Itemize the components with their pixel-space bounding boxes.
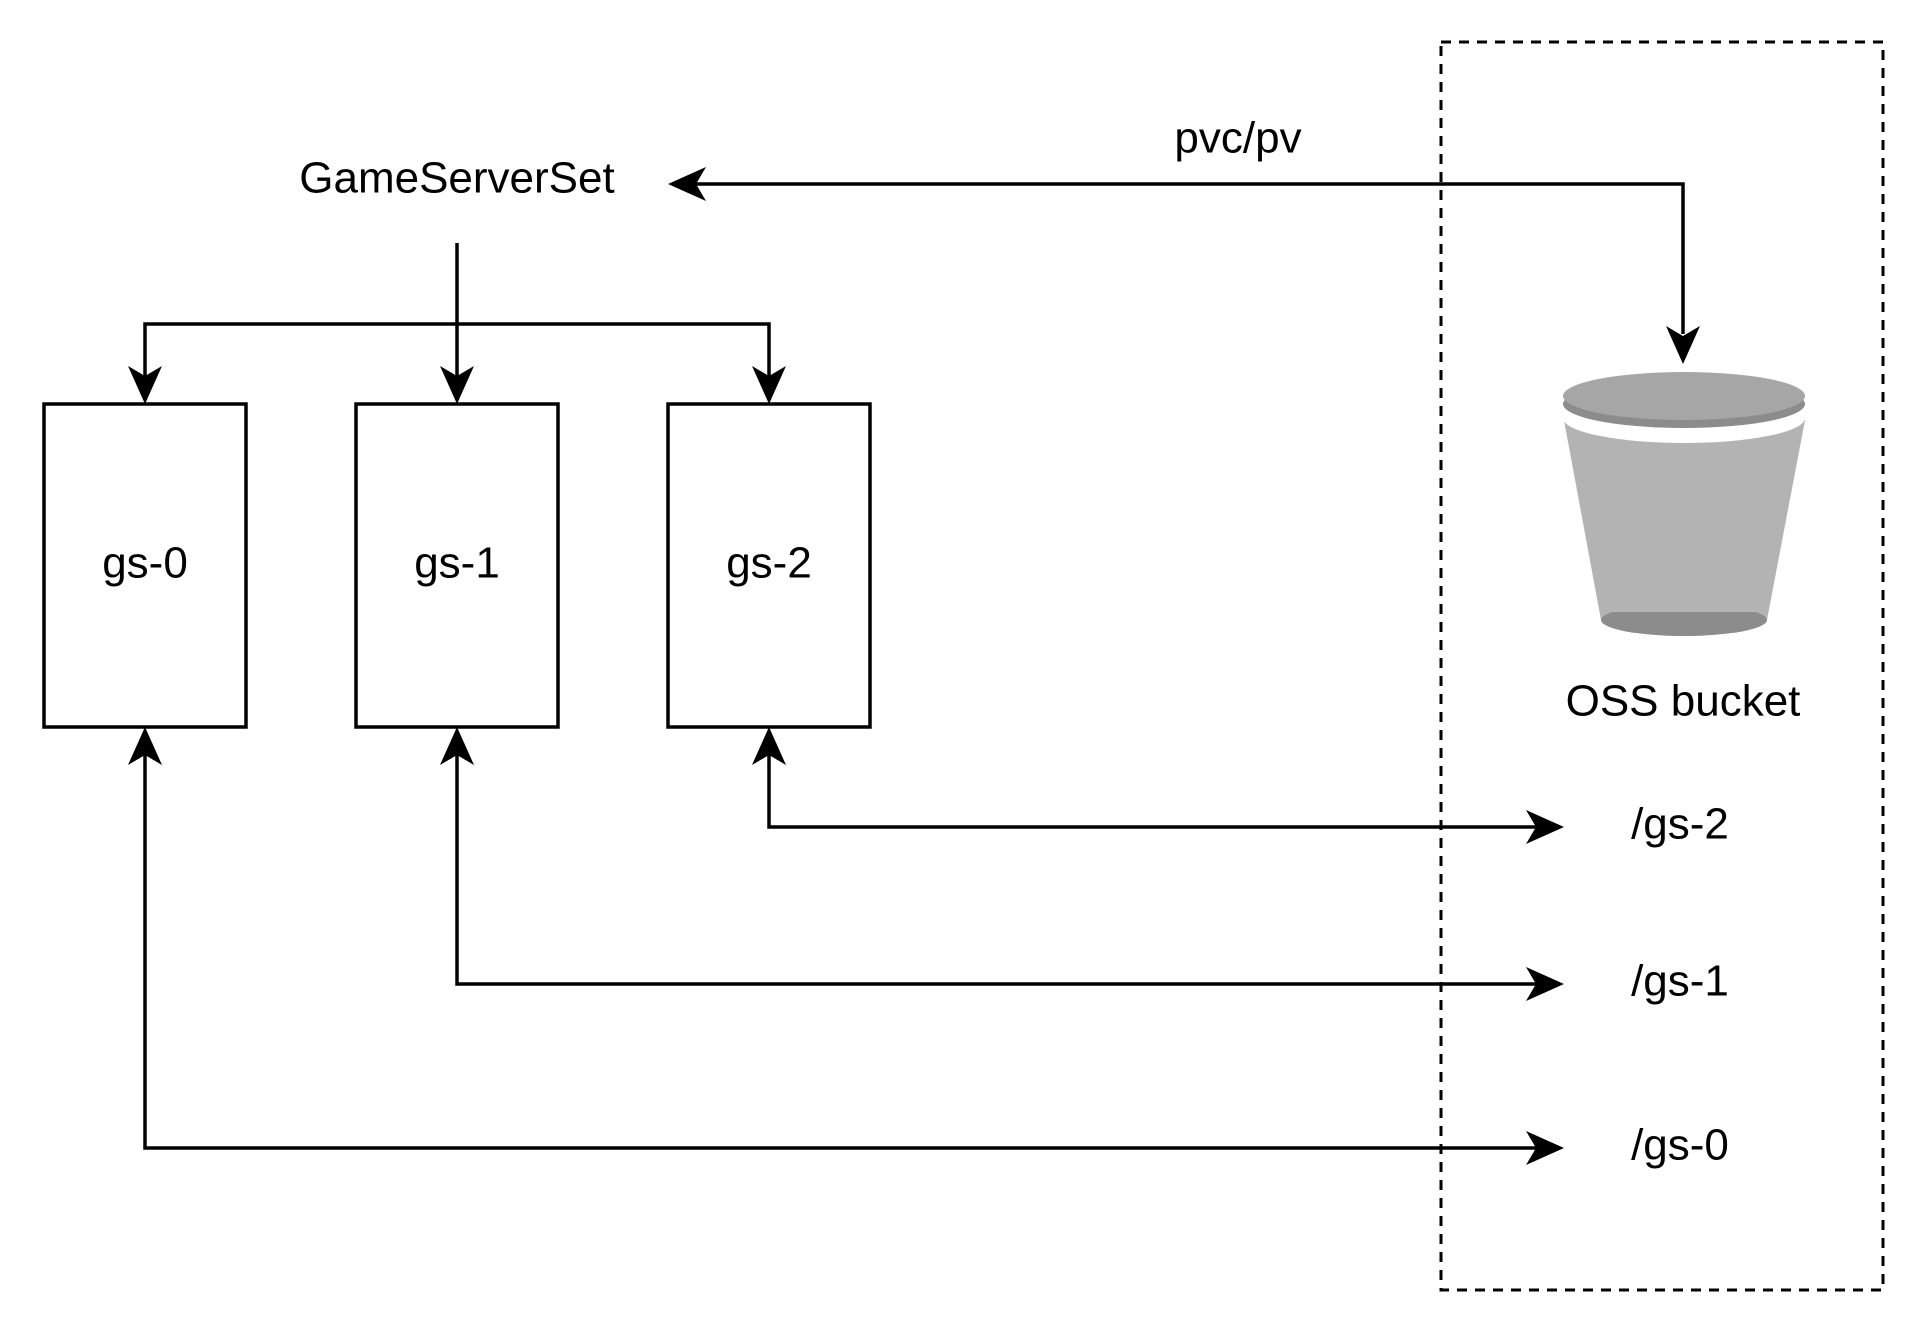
arrowhead-to-path-gs-2 — [1526, 810, 1564, 844]
arrowhead-to-path-gs-0 — [1526, 1131, 1564, 1165]
pod-label-gs-1: gs-1 — [414, 539, 500, 588]
arrowhead-to-path-gs-1 — [1526, 967, 1564, 1001]
oss-bucket-icon — [1563, 372, 1805, 636]
edge-controller-branch — [143, 322, 771, 380]
arrowhead-up-gs-2 — [752, 727, 786, 765]
arrowhead-to-gs-2 — [752, 366, 786, 404]
controller-label: GameServerSet — [299, 154, 614, 203]
path-label-gs-2: /gs-2 — [1631, 800, 1729, 849]
path-label-gs-0: /gs-0 — [1631, 1121, 1729, 1170]
edge-controller-bucket — [690, 182, 1685, 334]
storage-region-boundary — [1439, 40, 1885, 1292]
pod-box-gs-2 — [666, 402, 872, 729]
arrowhead-to-gs-0 — [128, 366, 162, 404]
path-label-gs-1: /gs-1 — [1631, 957, 1729, 1006]
edge-gs-0-path — [143, 752, 1540, 1150]
arrowhead-to-gs-1 — [440, 366, 474, 404]
pvc-pv-label: pvc/pv — [1174, 114, 1301, 163]
bucket-body-front — [1564, 420, 1805, 612]
bucket-label: OSS bucket — [1566, 677, 1801, 726]
pod-label-gs-2: gs-2 — [726, 539, 812, 588]
arrowhead-to-controller — [668, 167, 706, 201]
arrowhead-up-gs-0 — [128, 727, 162, 765]
edge-gs-1-path — [455, 752, 1540, 986]
pod-box-gs-1 — [354, 402, 560, 729]
arrowhead-to-bucket — [1666, 326, 1700, 364]
edge-gs-2-path — [767, 752, 1540, 829]
arrowhead-up-gs-1 — [440, 727, 474, 765]
bucket-top — [1563, 372, 1805, 420]
pod-label-gs-0: gs-0 — [102, 539, 188, 588]
